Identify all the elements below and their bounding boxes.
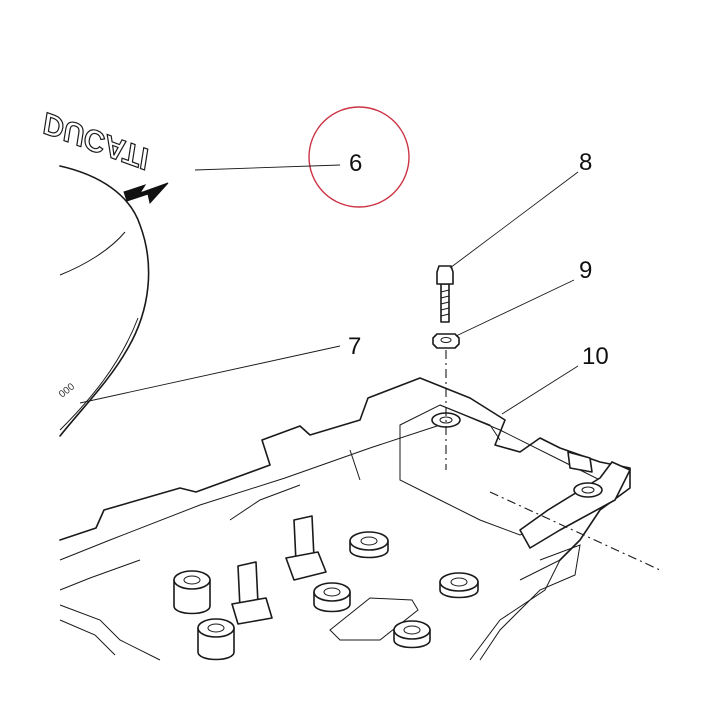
seat-tray-part-10 [59, 377, 631, 661]
leader-line-6 [194, 164, 341, 171]
washer-part-9 [432, 333, 460, 349]
mounting-boss [349, 531, 389, 559]
leader-line-8 [449, 171, 579, 269]
leader-line-7 [79, 345, 341, 404]
highlight-circle [308, 106, 410, 208]
arrow-icon [123, 182, 169, 205]
assembly-axis-line [489, 491, 661, 571]
callout-6: 6 [349, 150, 362, 177]
screw-part-8 [436, 265, 454, 323]
callout-7: 7 [348, 333, 361, 360]
ducati-logo-decal: DUCATI [38, 106, 154, 175]
mounting-boss [393, 620, 431, 649]
leader-line-10 [501, 365, 579, 415]
callout-8: 8 [579, 149, 592, 176]
seat-cover-part-7: 000 [57, 165, 150, 437]
mounting-boss [313, 582, 351, 613]
part-number-marking: 000 [57, 381, 77, 400]
mounting-boss [197, 618, 235, 661]
leader-line-9 [455, 279, 575, 337]
mounting-boss [439, 572, 479, 599]
mounting-boss [573, 482, 603, 498]
callout-9: 9 [579, 257, 592, 284]
callout-10: 10 [582, 343, 609, 370]
retaining-clip [231, 561, 273, 625]
mounting-boss [173, 570, 211, 615]
ducati-decal-part-6: DUCATI [37, 105, 155, 175]
retaining-clip [285, 515, 327, 581]
